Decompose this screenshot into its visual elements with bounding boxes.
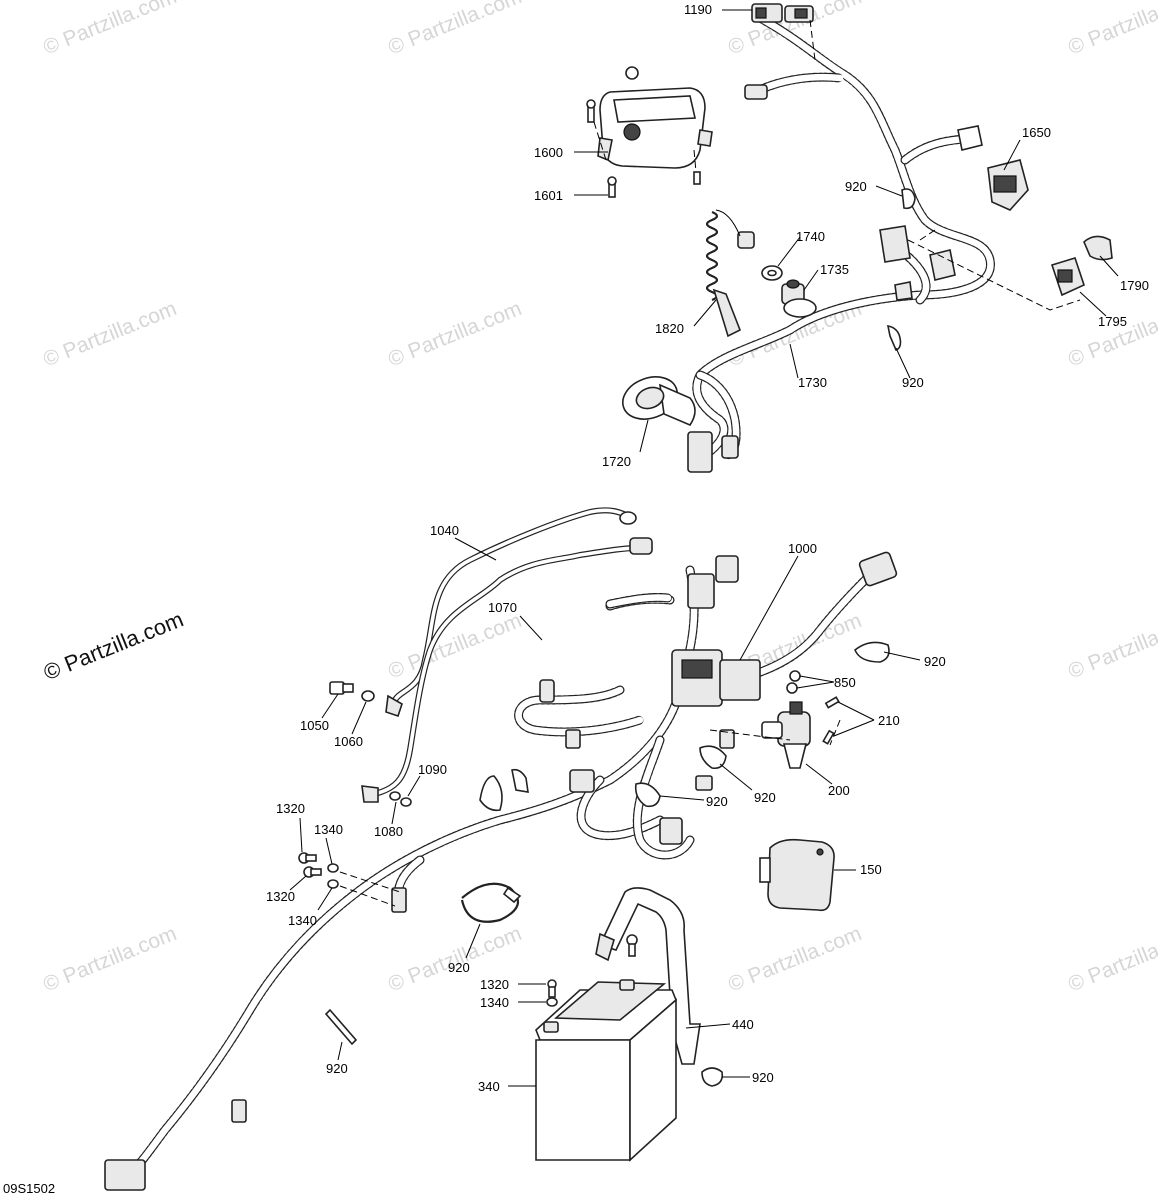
clip-920-b — [886, 324, 902, 351]
grommet-1720 — [622, 376, 696, 426]
callout-1320-c: 1320 — [480, 977, 509, 992]
clip-920-c — [854, 641, 890, 663]
screw-210 — [822, 696, 840, 745]
harness-connectors-upper — [879, 225, 956, 301]
callout-920-b: 920 — [902, 375, 924, 390]
callout-1090: 1090 — [418, 762, 447, 777]
battery-340 — [535, 979, 677, 1162]
switch-1735 — [781, 279, 817, 318]
callout-1320-b: 1320 — [266, 889, 295, 904]
washer-1740 — [761, 265, 783, 281]
harness-connector — [744, 84, 768, 100]
callout-1050: 1050 — [300, 718, 329, 733]
leader-lines — [289, 9, 1119, 1087]
callout-1080: 1080 — [374, 824, 403, 839]
harness-end-connectors — [687, 431, 739, 473]
clip-920-a — [901, 188, 916, 210]
callout-1000: 1000 — [788, 541, 817, 556]
callout-1790: 1790 — [1120, 278, 1149, 293]
clip-920-d — [699, 745, 727, 770]
callout-920-g: 920 — [752, 1070, 774, 1085]
callout-920-a: 920 — [845, 179, 867, 194]
connector-1190 — [751, 3, 814, 23]
callout-1735: 1735 — [820, 262, 849, 277]
switch-1795 — [1050, 257, 1085, 297]
tie-920-h — [324, 1008, 358, 1046]
nut-850 — [786, 670, 801, 694]
callout-1730: 1730 — [798, 375, 827, 390]
callout-920-e: 920 — [706, 794, 728, 809]
callout-1060: 1060 — [334, 734, 363, 749]
callout-920-h: 920 — [326, 1061, 348, 1076]
battery-cable-1070 — [361, 537, 673, 803]
callout-1340-c: 1340 — [480, 995, 509, 1010]
solenoid-200 — [761, 701, 811, 769]
screw-1601 — [586, 99, 701, 198]
callout-210: 210 — [878, 713, 900, 728]
washer-1340-battery — [546, 997, 558, 1007]
display-cluster-1600 — [593, 66, 713, 173]
callout-1601: 1601 — [534, 188, 563, 203]
callout-1600: 1600 — [534, 145, 563, 160]
washers-1340 — [327, 863, 339, 889]
callout-920-d: 920 — [754, 790, 776, 805]
lanyard-1820 — [705, 209, 755, 338]
nut-1090 — [400, 797, 412, 807]
callout-1740: 1740 — [796, 229, 825, 244]
screw-1320-battery — [547, 979, 557, 998]
clip-920-e — [634, 782, 661, 808]
zip-ties — [479, 768, 529, 812]
washer-1060 — [361, 690, 375, 702]
washer-1080 — [389, 791, 401, 801]
callout-1040: 1040 — [430, 523, 459, 538]
bolt-1050 — [329, 681, 354, 695]
callout-920-f: 920 — [448, 960, 470, 975]
callout-850: 850 — [834, 675, 856, 690]
diagram-code: 09S1502 — [3, 1181, 56, 1196]
module-1650 — [957, 125, 1029, 211]
callout-1070: 1070 — [488, 600, 517, 615]
callout-920-c: 920 — [924, 654, 946, 669]
regulator-150 — [759, 838, 835, 912]
callout-1650: 1650 — [1022, 125, 1051, 140]
callout-1190: 1190 — [684, 2, 712, 17]
callout-1795: 1795 — [1098, 314, 1127, 329]
callout-1340-b: 1340 — [288, 913, 317, 928]
callout-1720: 1720 — [602, 454, 631, 469]
callout-1320-a: 1320 — [276, 801, 305, 816]
clip-920-g — [701, 1067, 724, 1087]
cable-tie-920-f — [460, 882, 522, 923]
callout-1340-a: 1340 — [314, 822, 343, 837]
callout-150: 150 — [860, 862, 882, 877]
callout-340: 340 — [478, 1079, 500, 1094]
clip-1790 — [1083, 235, 1113, 261]
harness-connectors-lower — [104, 551, 898, 1191]
callout-440: 440 — [732, 1017, 754, 1032]
callout-1820: 1820 — [655, 321, 684, 336]
callout-200: 200 — [828, 783, 850, 798]
screws-1320 — [298, 852, 322, 878]
